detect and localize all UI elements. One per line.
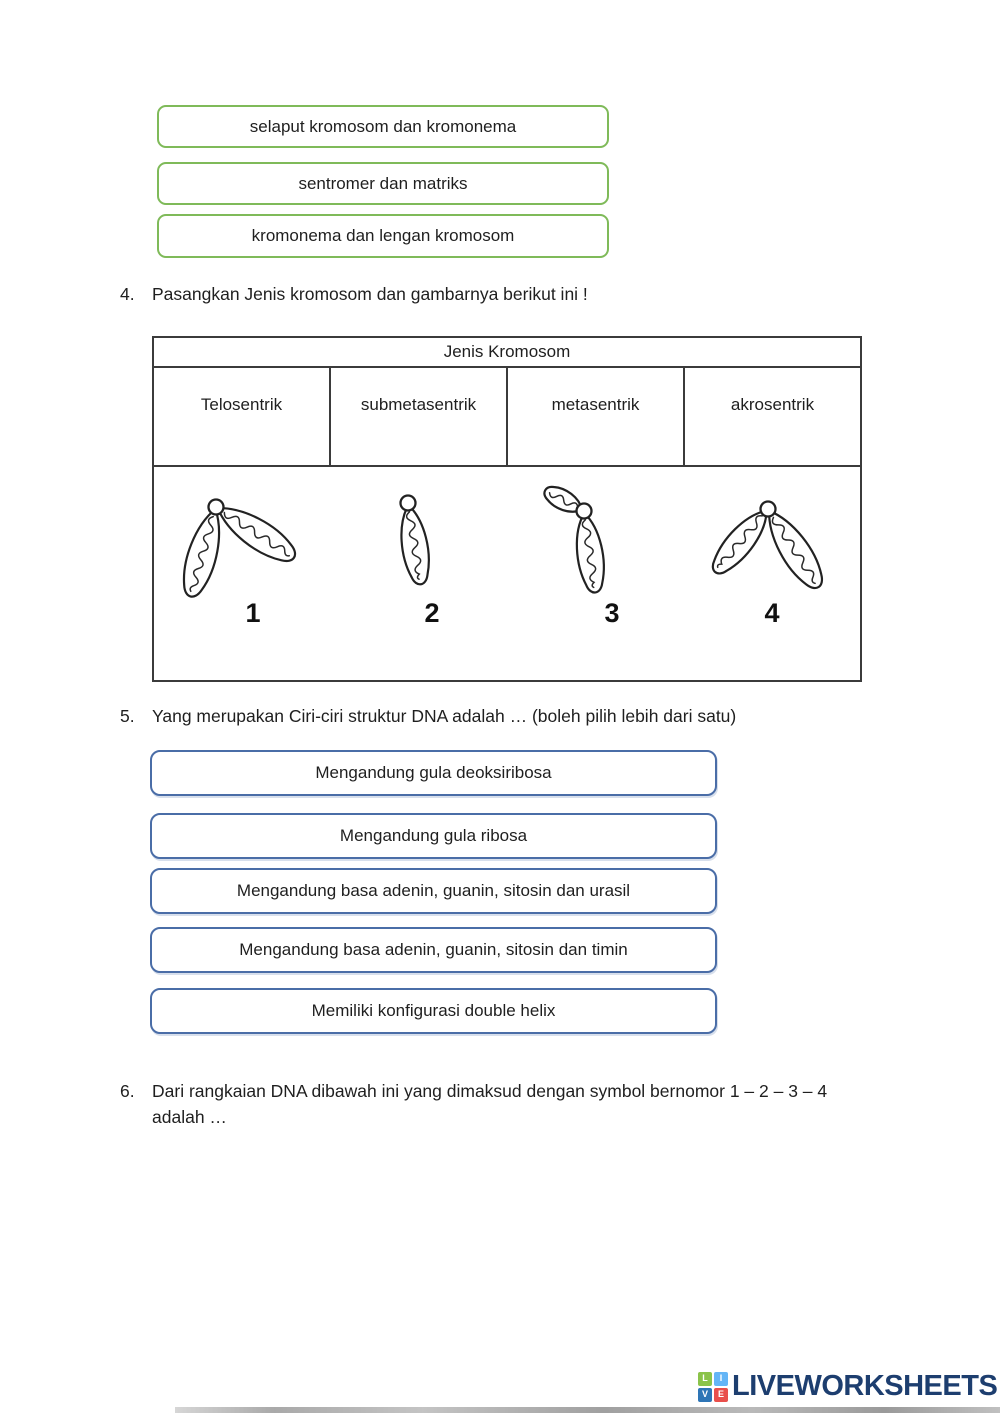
figure-label-2: 2 bbox=[424, 598, 439, 628]
answer-option-label: selaput kromosom dan kromonema bbox=[249, 116, 517, 136]
column-telosentrik[interactable]: Telosentrik bbox=[154, 368, 331, 465]
figure-label-1: 1 bbox=[245, 598, 260, 628]
answer-option-green-1[interactable]: selaput kromosom dan kromonema bbox=[157, 105, 609, 148]
question-5-number: 5. bbox=[120, 706, 135, 726]
liveworksheets-logo-icon: L I V E bbox=[698, 1371, 728, 1402]
column-label: submetasentrik bbox=[360, 395, 477, 414]
column-label: metasentrik bbox=[551, 395, 640, 414]
logo-tile-i: I bbox=[714, 1371, 728, 1386]
table-header: Jenis Kromosom bbox=[154, 338, 860, 368]
answer-option-label: Mengandung basa adenin, guanin, sitosin … bbox=[239, 940, 628, 959]
chromosome-figure-2[interactable] bbox=[394, 494, 435, 588]
answer-option-label: Memiliki konfigurasi double helix bbox=[311, 1001, 556, 1020]
figure-label-4: 4 bbox=[764, 598, 779, 628]
answer-option-blue-1[interactable]: Mengandung gula deoksiribosa bbox=[150, 750, 717, 796]
logo-tile-e: E bbox=[714, 1387, 728, 1402]
question-5: 5. Yang merupakan Ciri-ciri struktur DNA… bbox=[120, 703, 736, 729]
liveworksheets-logo: L I V E LIVEWORKSHEETS bbox=[698, 1370, 998, 1403]
question-4-text: Pasangkan Jenis kromosom dan gambarnya b… bbox=[152, 284, 588, 304]
answer-option-label: kromonema dan lengan kromosom bbox=[251, 226, 515, 245]
question-6: 6. Dari rangkaian DNA dibawah ini yang d… bbox=[120, 1078, 827, 1130]
question-6-line2: adalah … bbox=[152, 1107, 227, 1127]
figure-label-3: 3 bbox=[604, 598, 619, 628]
answer-option-label: Mengandung gula deoksiribosa bbox=[315, 763, 552, 782]
liveworksheets-logo-text: LIVEWORKSHEETS bbox=[732, 1370, 998, 1402]
question-6-text: Dari rangkaian DNA dibawah ini yang dima… bbox=[152, 1078, 827, 1130]
chromosome-figure-3[interactable] bbox=[539, 480, 610, 596]
question-5-text: Yang merupakan Ciri-ciri struktur DNA ad… bbox=[152, 706, 737, 726]
answer-option-label: Mengandung gula ribosa bbox=[339, 826, 528, 845]
table-column-row: Telosentrik submetasentrik metasentrik a… bbox=[154, 368, 860, 467]
column-submetasentrik[interactable]: submetasentrik bbox=[331, 368, 508, 465]
answer-option-label: sentromer dan matriks bbox=[298, 173, 468, 193]
answer-option-blue-2[interactable]: Mengandung gula ribosa bbox=[150, 813, 717, 859]
question-6-line1: Dari rangkaian DNA dibawah ini yang dima… bbox=[152, 1081, 828, 1101]
answer-option-green-2[interactable]: sentromer dan matriks bbox=[157, 162, 609, 205]
chromosome-figure-4[interactable] bbox=[704, 500, 832, 596]
question-6-number: 6. bbox=[120, 1081, 135, 1101]
answer-option-blue-5[interactable]: Memiliki konfigurasi double helix bbox=[150, 988, 717, 1034]
answer-option-green-3[interactable]: kromonema dan lengan kromosom bbox=[157, 214, 609, 258]
chromosome-figures-svg: 1 2 3 bbox=[175, 480, 832, 628]
column-akrosentrik[interactable]: akrosentrik bbox=[685, 368, 860, 465]
logo-tile-v: V bbox=[698, 1387, 712, 1402]
chromosome-table: Jenis Kromosom Telosentrik submetasentri… bbox=[152, 336, 862, 682]
question-4: 4. Pasangkan Jenis kromosom dan gambarny… bbox=[120, 281, 588, 307]
column-label: akrosentrik bbox=[730, 395, 815, 414]
answer-option-blue-4[interactable]: Mengandung basa adenin, guanin, sitosin … bbox=[150, 927, 717, 973]
question-4-number: 4. bbox=[120, 284, 135, 304]
answer-option-label: Mengandung basa adenin, guanin, sitosin … bbox=[236, 881, 631, 900]
logo-tile-l: L bbox=[698, 1371, 712, 1386]
cropped-image-edge bbox=[175, 1407, 1000, 1413]
answer-option-blue-3[interactable]: Mengandung basa adenin, guanin, sitosin … bbox=[150, 868, 717, 914]
chromosome-figure-1[interactable] bbox=[175, 495, 303, 602]
column-metasentrik[interactable]: metasentrik bbox=[508, 368, 685, 465]
chromosome-figures: 1 2 3 bbox=[154, 467, 860, 680]
column-label: Telosentrik bbox=[200, 395, 283, 414]
